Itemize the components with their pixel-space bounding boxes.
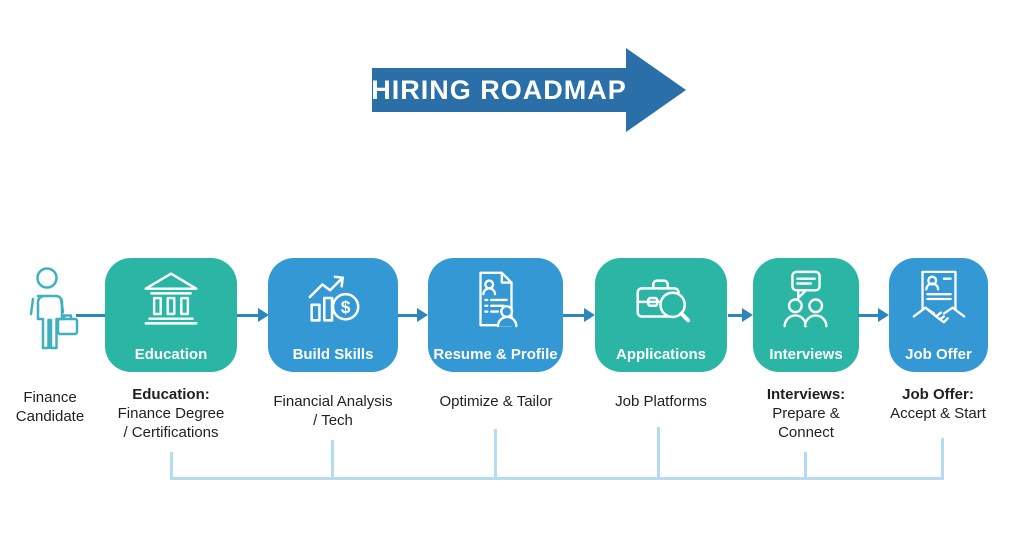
caption-applications: Job Platforms [615,393,707,410]
step-label: Interviews [769,346,843,363]
caption-interviews: Interviews: Prepare & Connect [766,386,846,441]
bracket-tick [941,438,944,480]
bracket-tick [657,427,660,477]
step-box-interviews: Interviews [753,258,859,372]
person-briefcase-icon [29,267,79,350]
step-label: Build Skills [292,346,374,363]
connector-line [858,314,879,317]
bracket-tick [494,429,497,477]
svg-text:$: $ [341,297,351,317]
step-box-education: Education [105,258,237,372]
step-label: Applications [615,346,706,363]
step-label: Job Offer [905,346,972,363]
bracket-tick [331,440,334,477]
step-box-build-skills: $ Build Skills [268,258,398,372]
caption-job-offer: Job Offer: Accept & Start [890,386,986,422]
growth-chart-dollar-icon: $ [308,275,360,322]
caption-resume-profile: Optimize & Tailor [439,393,553,410]
step-box-job-offer: Job Offer [889,258,988,372]
title-arrow-shape [372,48,686,132]
step-box-resume-profile: Resume & Profile [428,258,563,372]
bracket-tick [804,452,807,477]
step-label: Resume & Profile [433,346,558,363]
connector-line [76,314,105,317]
step-box-applications: Applications [595,258,727,372]
connector-line [563,314,585,317]
arrow-right-icon [258,308,269,322]
summary-bracket-line [170,477,944,480]
arrow-right-icon [878,308,889,322]
page-title: HIRING ROADMAP [371,74,627,105]
resume-document-icon [478,271,518,328]
speech-bubble-people-icon [783,270,828,328]
candidate-label: Finance Candidate [15,389,85,425]
caption-build-skills: Financial Analysis / Tech [273,393,393,429]
arrow-right-icon [742,308,753,322]
bracket-tick [170,452,173,477]
arrow-right-icon [417,308,428,322]
connector-line [398,314,418,317]
connector-line [237,314,259,317]
caption-education: Education: Finance Degree / Certificatio… [117,386,225,441]
connector-line [728,314,743,317]
bank-icon [144,272,198,325]
document-handshake-icon [912,270,965,328]
step-label: Education [134,346,208,363]
arrow-right-icon [584,308,595,322]
briefcase-magnifier-icon [636,279,691,323]
